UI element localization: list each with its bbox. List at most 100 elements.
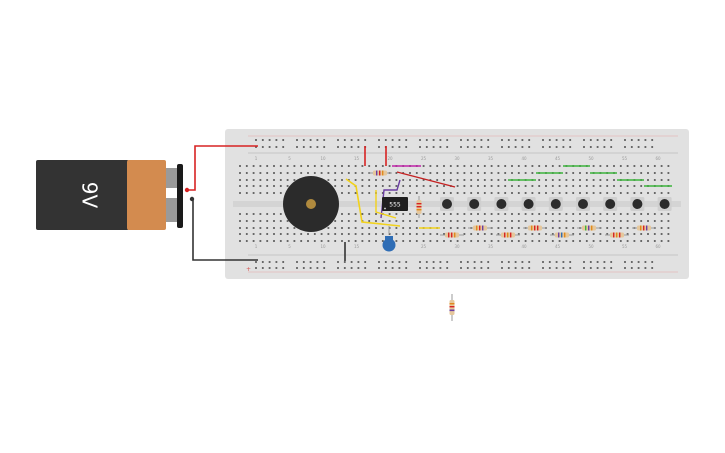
breadboard-hole[interactable]	[551, 192, 554, 194]
breadboard-rail-hole[interactable]	[268, 146, 271, 148]
breadboard-hole[interactable]	[497, 172, 500, 174]
breadboard-hole[interactable]	[381, 179, 384, 181]
breadboard-hole[interactable]	[245, 185, 248, 187]
breadboard-hole[interactable]	[449, 192, 452, 194]
breadboard-hole[interactable]	[429, 185, 432, 187]
breadboard-hole[interactable]	[361, 165, 364, 167]
breadboard-hole[interactable]	[531, 165, 534, 167]
breadboard-hole[interactable]	[640, 240, 643, 242]
breadboard-hole[interactable]	[415, 179, 418, 181]
breadboard-hole[interactable]	[558, 220, 561, 222]
breadboard-rail-hole[interactable]	[323, 267, 326, 269]
breadboard-hole[interactable]	[456, 240, 459, 242]
battery-terminal-negative[interactable]	[166, 198, 178, 222]
breadboard-hole[interactable]	[592, 240, 595, 242]
breadboard-hole[interactable]	[252, 240, 255, 242]
breadboard-rail-hole[interactable]	[282, 267, 285, 269]
breadboard-rail-hole[interactable]	[610, 146, 613, 148]
breadboard-hole[interactable]	[273, 179, 275, 181]
breadboard-hole[interactable]	[388, 233, 391, 235]
breadboard-hole[interactable]	[456, 165, 459, 167]
breadboard-hole[interactable]	[524, 213, 527, 215]
breadboard-rail-hole[interactable]	[596, 261, 599, 263]
breadboard-hole[interactable]	[531, 240, 534, 242]
breadboard-hole[interactable]	[538, 240, 541, 242]
breadboard-rail-hole[interactable]	[343, 261, 346, 263]
breadboard-hole[interactable]	[558, 185, 561, 187]
breadboard-hole[interactable]	[381, 220, 384, 222]
breadboard-hole[interactable]	[647, 179, 649, 181]
breadboard-rail-hole[interactable]	[487, 146, 490, 148]
breadboard-hole[interactable]	[524, 192, 527, 194]
resistor-top[interactable]	[368, 170, 392, 176]
breadboard-hole[interactable]	[293, 165, 296, 167]
breadboard-hole[interactable]	[606, 233, 609, 235]
breadboard-hole[interactable]	[341, 213, 343, 215]
breadboard-rail-hole[interactable]	[419, 139, 421, 141]
breadboard-rail-hole[interactable]	[357, 267, 360, 269]
breadboard-hole[interactable]	[354, 240, 357, 242]
breadboard-hole[interactable]	[422, 192, 425, 194]
breadboard-hole[interactable]	[606, 240, 609, 242]
breadboard-hole[interactable]	[565, 172, 568, 174]
breadboard-rail-hole[interactable]	[521, 267, 524, 269]
breadboard-rail-hole[interactable]	[562, 261, 565, 263]
breadboard-hole[interactable]	[660, 233, 663, 235]
push-button[interactable]	[467, 197, 482, 211]
breadboard-rail-hole[interactable]	[316, 267, 319, 269]
breadboard-hole[interactable]	[667, 213, 670, 215]
breadboard-rail-hole[interactable]	[432, 261, 435, 263]
push-button-cap[interactable]	[605, 199, 616, 209]
breadboard-rail-hole[interactable]	[569, 146, 572, 148]
breadboard-hole[interactable]	[483, 192, 486, 194]
breadboard-rail-hole[interactable]	[562, 139, 565, 141]
breadboard-hole[interactable]	[606, 220, 609, 222]
breadboard-hole[interactable]	[524, 165, 527, 167]
push-button-cap[interactable]	[578, 199, 588, 209]
breadboard-hole[interactable]	[259, 165, 262, 167]
piezo-buzzer[interactable]	[283, 176, 339, 232]
breadboard-hole[interactable]	[463, 220, 466, 222]
breadboard-hole[interactable]	[395, 227, 398, 229]
breadboard-hole[interactable]	[470, 172, 473, 174]
breadboard-hole[interactable]	[341, 240, 343, 242]
breadboard-rail-hole[interactable]	[637, 267, 640, 269]
breadboard-hole[interactable]	[259, 220, 262, 222]
breadboard-hole[interactable]	[504, 227, 507, 229]
breadboard-hole[interactable]	[551, 185, 554, 187]
breadboard-hole[interactable]	[429, 213, 432, 215]
breadboard-hole[interactable]	[279, 233, 282, 235]
breadboard-hole[interactable]	[456, 192, 459, 194]
breadboard-hole[interactable]	[456, 179, 459, 181]
breadboard-rail-hole[interactable]	[583, 139, 585, 141]
breadboard-hole[interactable]	[368, 179, 371, 181]
breadboard-rail-hole[interactable]	[309, 267, 312, 269]
breadboard-hole[interactable]	[409, 213, 411, 215]
breadboard-hole[interactable]	[517, 185, 520, 187]
breadboard-hole[interactable]	[422, 213, 425, 215]
breadboard-hole[interactable]	[626, 227, 629, 229]
breadboard-hole[interactable]	[368, 185, 371, 187]
breadboard-hole[interactable]	[341, 220, 343, 222]
breadboard-hole[interactable]	[395, 179, 398, 181]
breadboard-hole[interactable]	[653, 233, 656, 235]
breadboard-rail-hole[interactable]	[480, 146, 483, 148]
breadboard-hole[interactable]	[470, 233, 473, 235]
breadboard-hole[interactable]	[585, 240, 588, 242]
breadboard-hole[interactable]	[402, 179, 405, 181]
resistor[interactable]	[468, 225, 492, 231]
breadboard-hole[interactable]	[368, 165, 371, 167]
breadboard-hole[interactable]	[477, 172, 479, 174]
breadboard-hole[interactable]	[422, 179, 425, 181]
breadboard-rail-hole[interactable]	[603, 139, 606, 141]
breadboard-rail-hole[interactable]	[528, 139, 531, 141]
breadboard-hole[interactable]	[259, 185, 262, 187]
breadboard-hole[interactable]	[266, 179, 269, 181]
breadboard-rail-hole[interactable]	[542, 267, 544, 269]
breadboard-rail-hole[interactable]	[501, 261, 503, 263]
breadboard-hole[interactable]	[266, 227, 269, 229]
breadboard-hole[interactable]	[653, 192, 656, 194]
breadboard-hole[interactable]	[538, 220, 541, 222]
breadboard-hole[interactable]	[470, 220, 473, 222]
breadboard-rail-hole[interactable]	[425, 146, 428, 148]
